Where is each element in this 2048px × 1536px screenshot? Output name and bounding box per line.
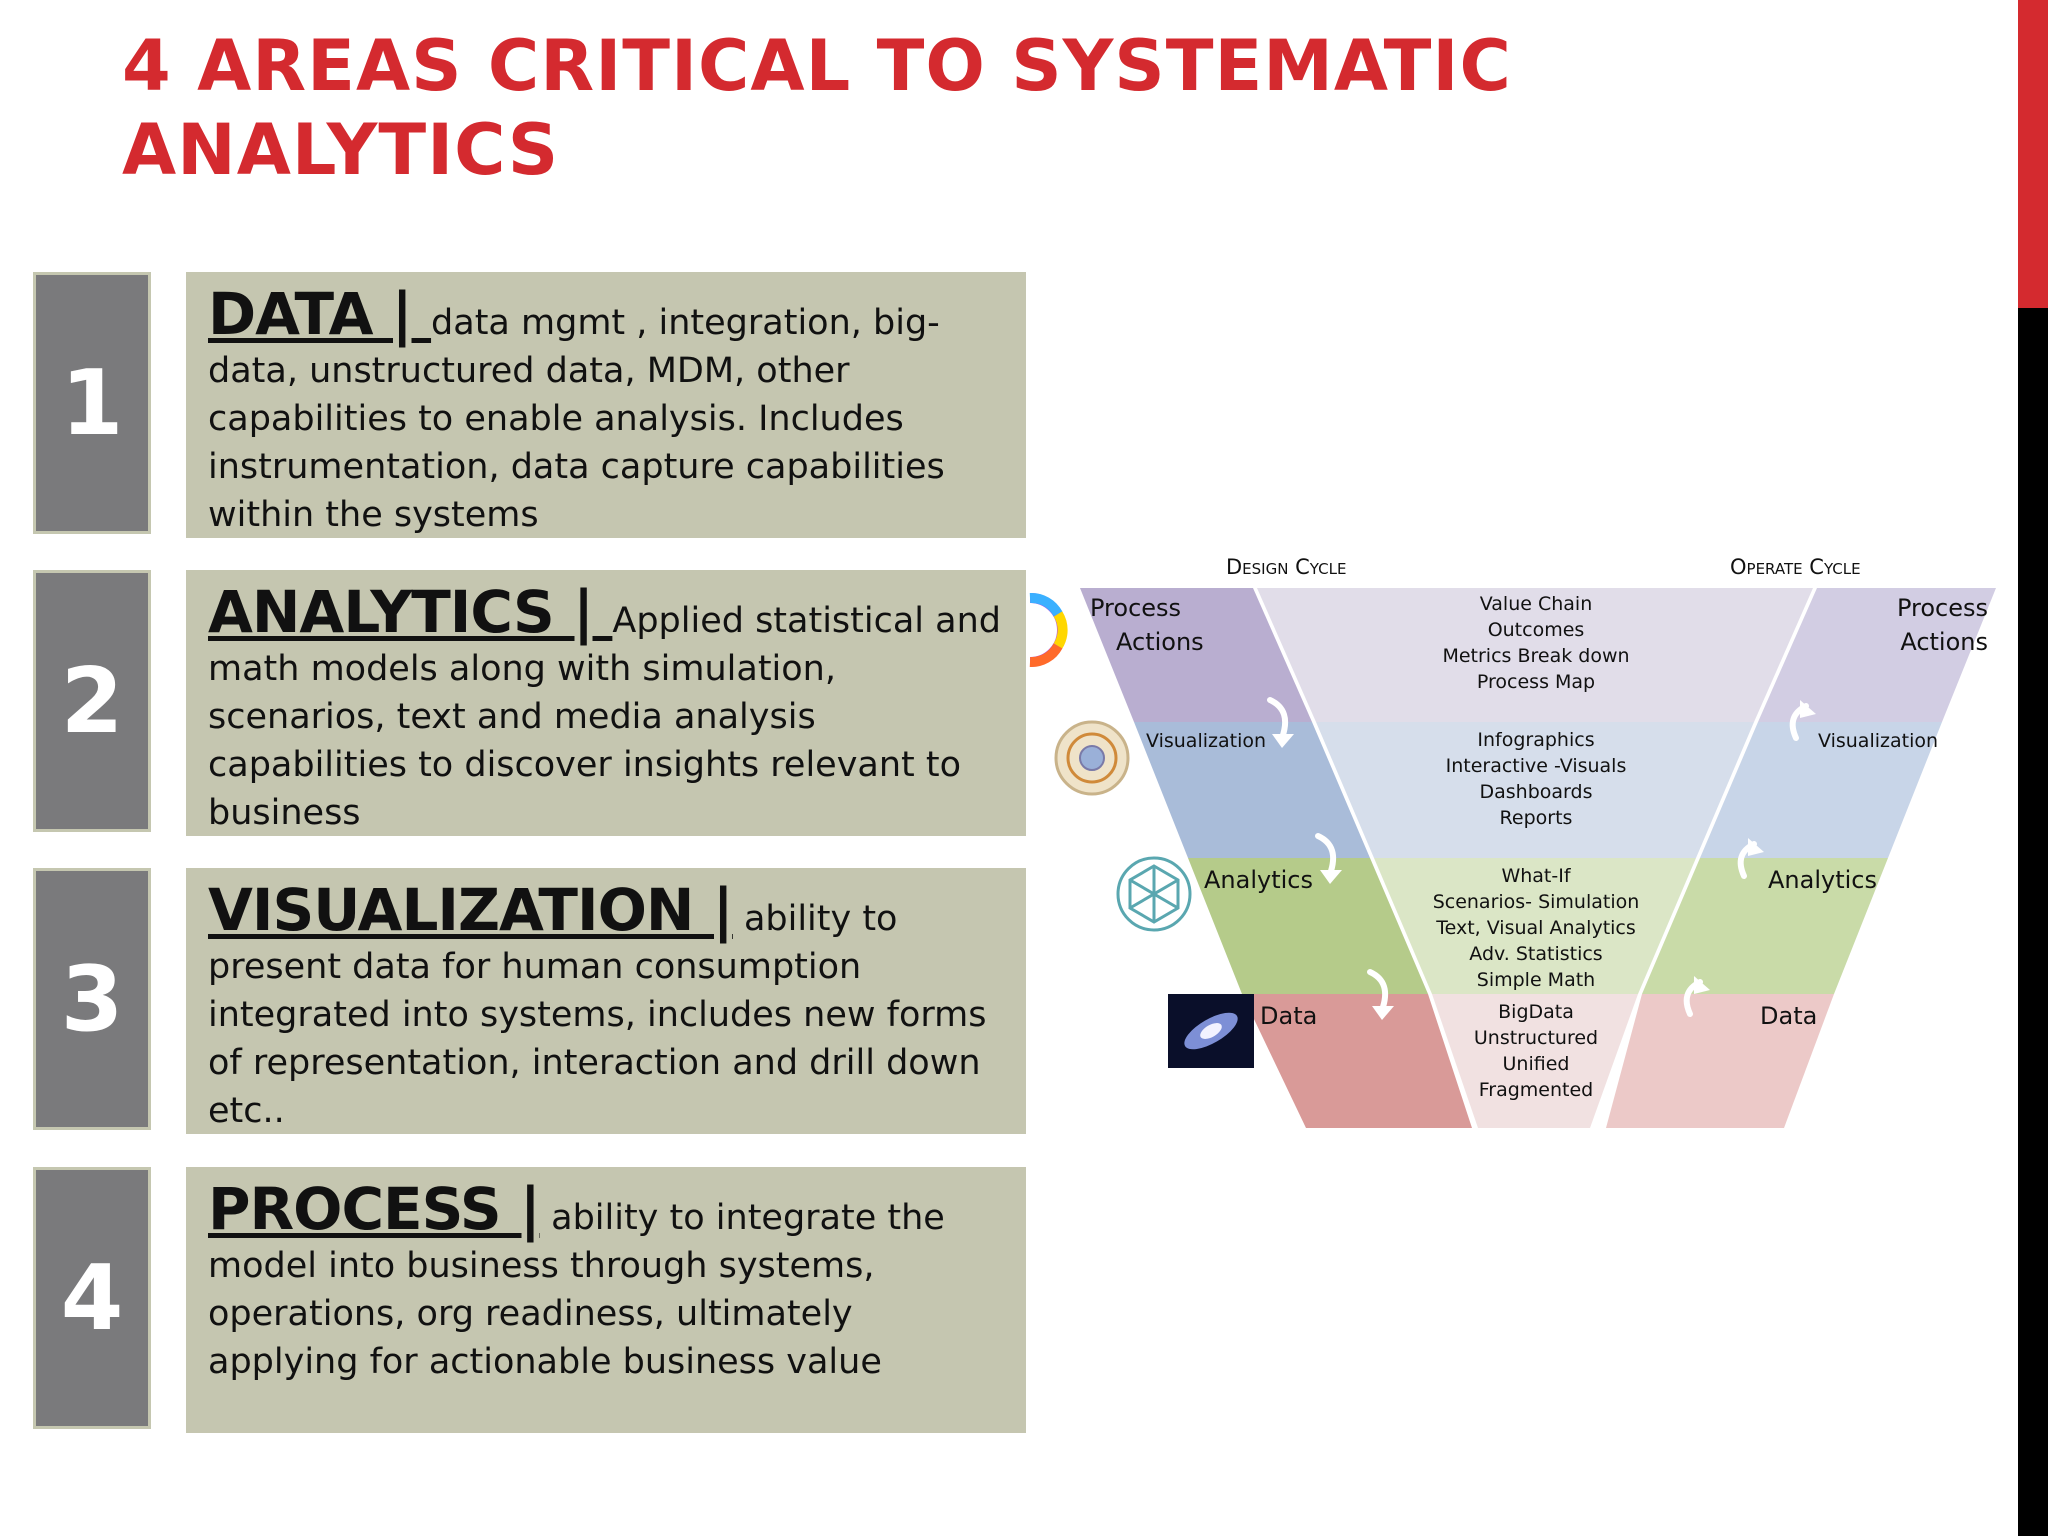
center-band-data bbox=[1432, 994, 1638, 1128]
slide-title-line1: 4 AREAS CRITICAL TO SYSTEMATIC bbox=[122, 25, 1512, 107]
center-band-analytics bbox=[1374, 858, 1696, 994]
color-wheel-icon bbox=[1029, 592, 1068, 668]
area-heading: ANALYTICS | bbox=[208, 578, 613, 646]
center-process-line: Value Chain bbox=[1480, 593, 1593, 615]
left-band-analytics bbox=[1188, 858, 1428, 994]
arrowhead-icon bbox=[1272, 734, 1294, 748]
down-arrow-icon bbox=[1367, 969, 1388, 1013]
operate-cycle-label: Operate Cycle bbox=[1730, 555, 1861, 579]
area-number-4: 4 bbox=[33, 1167, 151, 1429]
center-analytics-line: What-If bbox=[1501, 865, 1571, 887]
area-number-1: 1 bbox=[33, 272, 151, 534]
accent-bar-red bbox=[2018, 0, 2048, 308]
area-number-2: 2 bbox=[33, 570, 151, 832]
left-arrowheads bbox=[1272, 734, 1394, 1020]
down-arrow-icon bbox=[1315, 833, 1336, 877]
area-description: data mgmt , integration, big-data, unstr… bbox=[208, 303, 945, 535]
slide-title: 4 AREAS CRITICAL TO SYSTEMATIC ANALYTICS bbox=[122, 24, 1522, 192]
left-label-visualization: Visualization bbox=[1146, 730, 1266, 752]
right-band-data bbox=[1606, 994, 1834, 1128]
right-label-analytics: Analytics bbox=[1768, 866, 1877, 894]
design-cycle-text: Design Cycle bbox=[1226, 555, 1346, 579]
center-visualization-line: Infographics bbox=[1477, 729, 1594, 751]
center-data-line: Unified bbox=[1503, 1053, 1570, 1075]
left-arrows bbox=[1267, 697, 1388, 1013]
right-band-process bbox=[1758, 588, 1996, 722]
arrowhead-icon bbox=[1372, 1006, 1394, 1020]
center-data-line: Fragmented bbox=[1479, 1079, 1594, 1101]
center-visualization-line: Dashboards bbox=[1480, 781, 1593, 803]
center-analytics-line: Adv. Statistics bbox=[1469, 943, 1602, 965]
center-analytics-text: What-If Scenarios- Simulation Text, Visu… bbox=[1433, 865, 1640, 991]
slide-title-line2: ANALYTICS bbox=[122, 109, 560, 191]
galaxy-image-icon bbox=[1168, 994, 1254, 1068]
right-label-data: Data bbox=[1760, 1002, 1817, 1030]
area-heading: DATA | bbox=[208, 280, 432, 348]
area-card-visualization: VISUALIZATION | ability to present data … bbox=[186, 868, 1026, 1134]
geodesic-sphere-icon bbox=[1116, 856, 1192, 932]
right-label-process-1: Process bbox=[1897, 594, 1988, 622]
design-cycle-label: Design Cycle bbox=[1226, 555, 1346, 579]
area-heading: PROCESS | bbox=[208, 1175, 541, 1243]
center-analytics-line: Scenarios- Simulation bbox=[1433, 891, 1640, 913]
area-card-data: DATA | data mgmt , integration, big-data… bbox=[186, 272, 1026, 538]
area-description: ability to integrate the model into busi… bbox=[208, 1198, 945, 1382]
right-band-visualization bbox=[1700, 722, 1942, 858]
left-band-data bbox=[1242, 994, 1472, 1128]
left-band-process bbox=[1080, 588, 1312, 722]
right-label-process-2: Actions bbox=[1900, 628, 1988, 656]
center-data-line: BigData bbox=[1498, 1001, 1574, 1023]
area-description: Applied statistical and math models alon… bbox=[208, 601, 1001, 833]
center-visualization-line: Reports bbox=[1500, 807, 1573, 829]
center-process-line: Outcomes bbox=[1488, 619, 1585, 641]
arrowhead-icon bbox=[1800, 700, 1816, 718]
center-data-line: Unstructured bbox=[1474, 1027, 1598, 1049]
mandala-icon bbox=[1054, 720, 1130, 796]
center-analytics-line: Text, Visual Analytics bbox=[1435, 917, 1636, 939]
area-card-analytics: ANALYTICS | Applied statistical and math… bbox=[186, 570, 1026, 836]
center-band-process bbox=[1257, 588, 1813, 722]
area-heading: VISUALIZATION | bbox=[208, 876, 734, 944]
area-number-3: 3 bbox=[33, 868, 151, 1130]
center-process-text: Value Chain Outcomes Metrics Break down … bbox=[1442, 593, 1629, 693]
center-visualization-text: Infographics Interactive -Visuals Dashbo… bbox=[1446, 729, 1627, 829]
area-description: ability to present data for human consum… bbox=[208, 899, 987, 1131]
center-band-visualization bbox=[1316, 722, 1754, 858]
arrowhead-icon bbox=[1748, 838, 1764, 856]
arrowhead-icon bbox=[1320, 870, 1342, 884]
operate-cycle-text: Operate Cycle bbox=[1730, 555, 1861, 579]
left-label-analytics: Analytics bbox=[1204, 866, 1313, 894]
left-label-process-2: Actions bbox=[1116, 628, 1204, 656]
left-label-process-1: Process bbox=[1090, 594, 1181, 622]
accent-bar-black bbox=[2018, 308, 2048, 1536]
arrowhead-icon bbox=[1694, 976, 1710, 994]
center-process-line: Metrics Break down bbox=[1442, 645, 1629, 667]
center-process-line: Process Map bbox=[1477, 671, 1595, 693]
left-label-data: Data bbox=[1260, 1002, 1317, 1030]
center-data-text: BigData Unstructured Unified Fragmented bbox=[1474, 1001, 1598, 1101]
center-analytics-line: Simple Math bbox=[1477, 969, 1595, 991]
right-arrowheads bbox=[1694, 700, 1816, 994]
center-visualization-line: Interactive -Visuals bbox=[1446, 755, 1627, 777]
right-label-visualization: Visualization bbox=[1818, 730, 1938, 752]
area-card-process: PROCESS | ability to integrate the model… bbox=[186, 1167, 1026, 1433]
right-band-analytics bbox=[1642, 858, 1888, 994]
down-arrow-icon bbox=[1267, 697, 1288, 741]
left-band-visualization bbox=[1134, 722, 1370, 858]
